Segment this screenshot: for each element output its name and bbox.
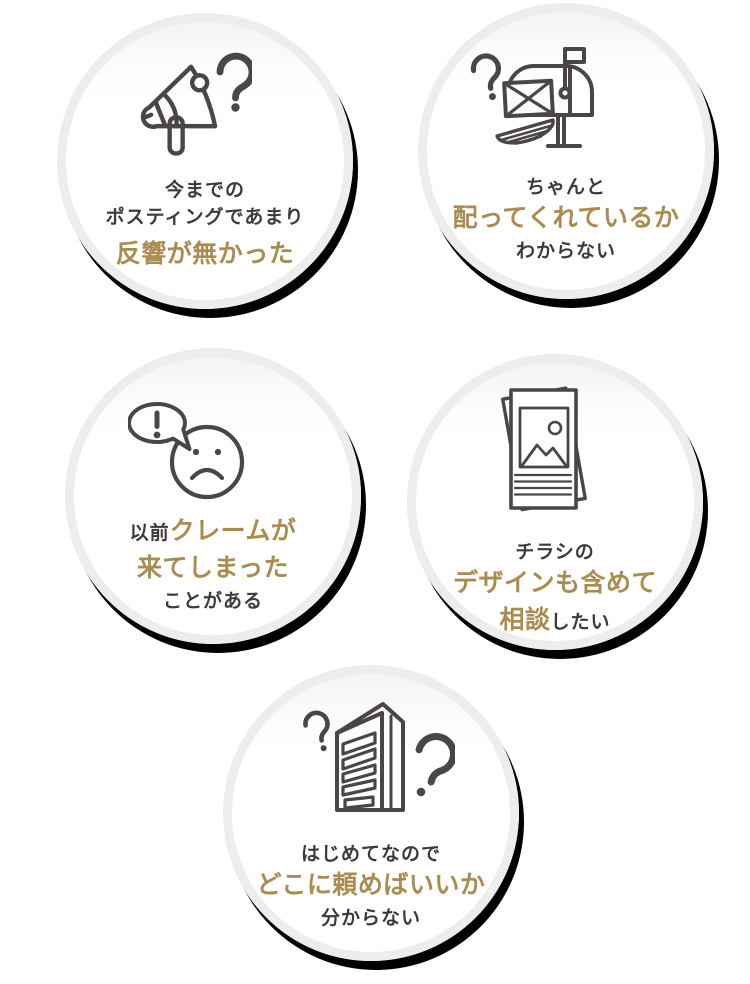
concern-line-emphasis: どこに頼めばいいか <box>256 870 486 899</box>
mailbox-icon <box>468 44 596 152</box>
concern-line-emphasis: 来てしまった <box>136 553 289 582</box>
concern-line: はじめてなので <box>300 843 441 865</box>
concern-design-consult: チラシの デザインも含めて 相談したい <box>407 354 703 650</box>
concern-line-emphasis: 反響が無かった <box>115 239 295 268</box>
concern-first-time: はじめてなので どこに頼めばいいか 分からない <box>223 665 519 961</box>
question-mark-icon <box>216 52 252 112</box>
exclamation-bubble-icon <box>128 402 192 451</box>
concern-text: 今までの ポスティングであまり 反響が無かった <box>60 177 350 274</box>
concern-line-emphasis: 配ってくれているか <box>452 203 680 232</box>
concern-line: わからない <box>515 240 616 262</box>
concern-past-complaint: 以前クレームが 来てしまった ことがある <box>65 348 361 644</box>
concern-line: 分からない <box>320 907 421 929</box>
concern-delivery-doubt: ちゃんと 配ってくれているか わからない <box>418 3 714 299</box>
sad-face-icon <box>128 395 245 508</box>
concern-line: ポスティングであまり <box>105 206 305 228</box>
flyer-icon <box>498 386 588 512</box>
question-mark-icon <box>303 710 330 752</box>
concern-text: チラシの デザインも含めて 相談したい <box>410 539 700 640</box>
concern-line-emphasis: クレームが <box>169 516 297 545</box>
concern-line: チラシの <box>515 541 595 563</box>
question-mark-icon <box>470 53 501 101</box>
concern-text: はじめてなので どこに頼めばいいか 分からない <box>226 841 516 932</box>
concern-line-emphasis: 相談 <box>499 605 551 634</box>
megaphone-icon <box>128 50 252 160</box>
building-icon <box>303 700 455 832</box>
concern-line: ことがある <box>162 590 263 612</box>
concern-no-response: 今までの ポスティングであまり 反響が無かった <box>57 13 353 309</box>
concern-line: 以前 <box>129 522 170 544</box>
question-mark-icon <box>415 733 455 797</box>
concern-text: 以前クレームが 来てしまった ことがある <box>68 514 358 615</box>
concern-line-emphasis: デザインも含めて <box>452 568 657 597</box>
concern-text: ちゃんと 配ってくれているか わからない <box>421 174 711 265</box>
concern-line: したい <box>550 611 611 633</box>
concern-line: ちゃんと <box>525 176 606 198</box>
concern-line: 今までの <box>164 179 245 201</box>
